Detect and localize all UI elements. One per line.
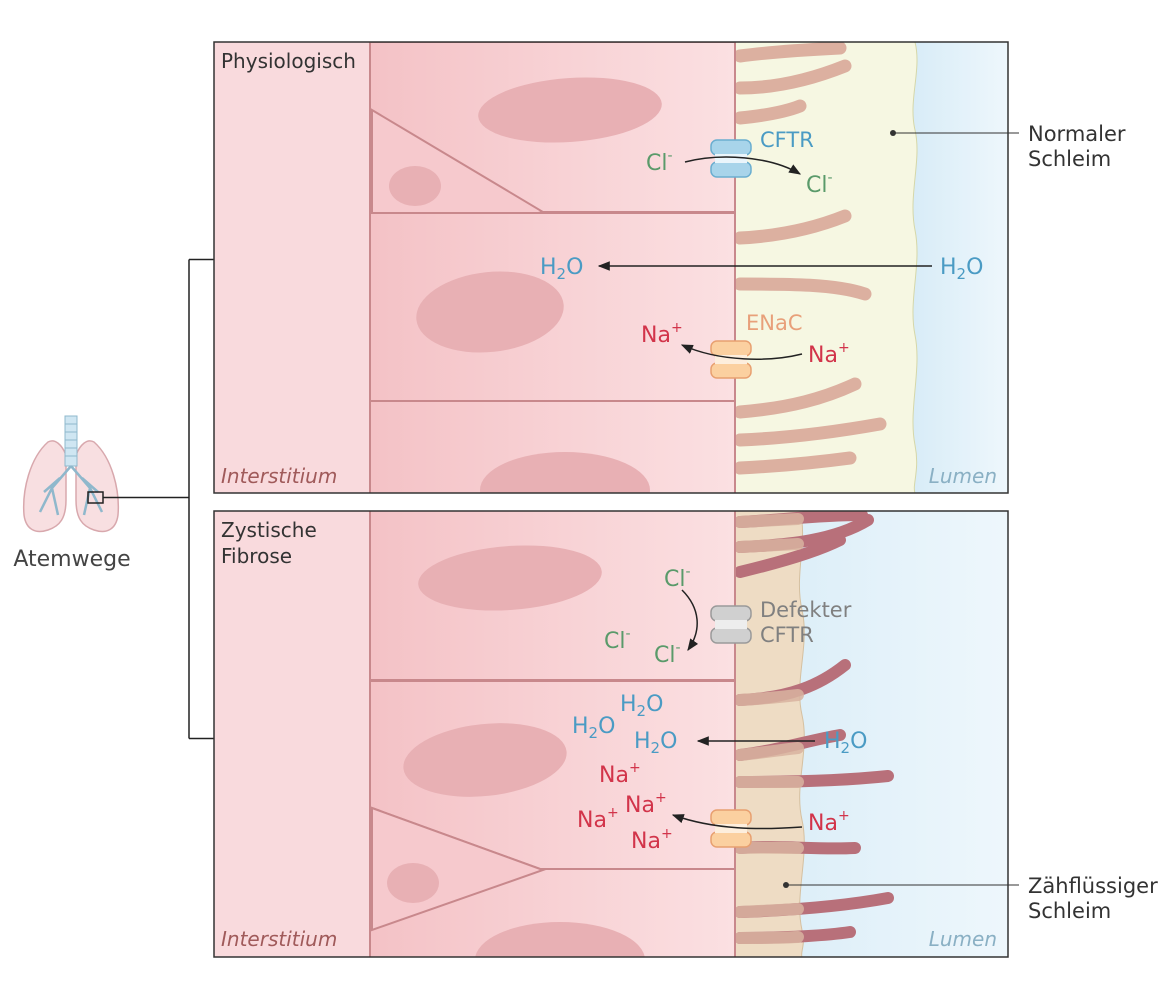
defective-cftr-label: CFTR <box>760 623 814 647</box>
sodium-ion: Na+ <box>641 320 683 348</box>
interstitium-area <box>214 42 370 493</box>
sodium-ion: Na+ <box>808 808 850 836</box>
interstitium-label: Interstitium <box>221 927 337 951</box>
sodium-ion: Na+ <box>625 790 667 818</box>
water-molecule: H2O <box>824 729 867 757</box>
water-molecule: H2O <box>634 729 677 757</box>
lumen-label: Lumen <box>929 464 997 488</box>
water-molecule: H2O <box>572 714 615 742</box>
panel-physiologic <box>214 42 1008 493</box>
cftr-channel <box>710 139 752 178</box>
defective-cftr-label: Defekter <box>760 598 852 622</box>
sodium-ion: Na+ <box>808 340 850 368</box>
cell-nucleus <box>387 863 439 903</box>
lumen-area <box>912 42 1008 493</box>
cell-nucleus <box>389 166 441 206</box>
lumen-label: Lumen <box>929 927 997 951</box>
sodium-ion: Na+ <box>631 826 673 854</box>
panel-title-cf: Zystische <box>221 518 317 542</box>
sodium-flow-arrow <box>671 814 803 830</box>
enac-label: ENaC <box>746 311 803 335</box>
chloride-flow-arrow <box>684 156 802 175</box>
panel-physiologic-frame <box>213 41 1009 494</box>
water-molecule: H2O <box>540 255 583 283</box>
panel-cf <box>214 511 1008 957</box>
enac-channel <box>710 809 752 848</box>
water-molecule: H2O <box>620 692 663 720</box>
water-molecule: H2O <box>940 255 983 283</box>
organ-label: Atemwege <box>13 547 130 572</box>
cftr-label: CFTR <box>760 128 814 152</box>
enac-channel <box>710 340 752 379</box>
panel-title-cf: Fibrose <box>221 544 292 568</box>
normal-mucus-label: Schleim <box>1028 147 1111 171</box>
thick-mucus-label: Schleim <box>1028 899 1111 923</box>
cilia-normal <box>733 42 887 475</box>
chloride-ion: Cl- <box>604 626 631 654</box>
thick-mucus-label: Zähflüssiger <box>1028 874 1158 898</box>
panel-title-physiologic: Physiologisch <box>221 49 356 73</box>
interstitium-area <box>214 511 370 957</box>
chloride-ion: Cl- <box>654 640 681 668</box>
normal-mucus-layer <box>735 42 918 493</box>
panel-cf-frame <box>213 510 1009 958</box>
normal-mucus-label: Normaler <box>1028 122 1126 146</box>
panel-bracket <box>103 258 214 740</box>
cell-nucleus <box>475 922 645 957</box>
cell-nucleus <box>478 77 662 143</box>
cell-nucleus <box>418 545 602 611</box>
chloride-ion: Cl- <box>806 170 833 198</box>
interstitium-label: Interstitium <box>221 464 337 488</box>
defective-cftr-channel <box>710 605 752 644</box>
chloride-recycle-arrow <box>681 589 699 651</box>
sodium-flow-arrow <box>680 344 803 360</box>
sodium-ion: Na+ <box>599 760 641 788</box>
lung-icon <box>22 415 120 533</box>
cell-nucleus <box>480 452 650 493</box>
cell-nucleus <box>403 723 567 797</box>
cell-nucleus <box>416 271 564 353</box>
chloride-ion: Cl- <box>664 564 691 592</box>
chloride-ion: Cl- <box>646 148 673 176</box>
thick-mucus-layer <box>734 511 805 957</box>
sodium-ion: Na+ <box>577 805 619 833</box>
